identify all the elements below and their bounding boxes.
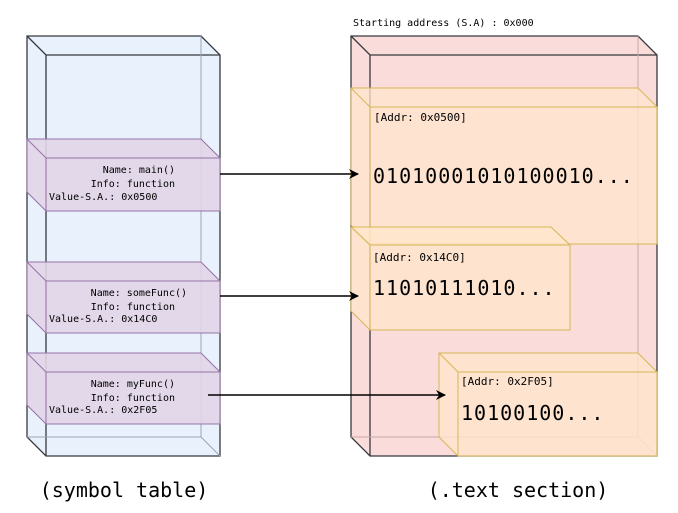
symbol-entry-main: Name: main() Info: function Value-S.A.: … <box>26 138 221 212</box>
block-addr: [Addr: 0x14C0] <box>373 251 466 264</box>
entry-value: Value-S.A.: 0x14C0 <box>49 314 157 325</box>
block-bits: 11010111010... <box>373 276 556 300</box>
symbol-entry-myfunc: Name: myFunc() Info: function Value-S.A.… <box>26 352 221 425</box>
text-block-0x14c0: [Addr: 0x14C0] 11010111010... <box>350 226 571 331</box>
block-addr: [Addr: 0x0500] <box>374 111 467 124</box>
entry-name: Name: myFunc() <box>91 379 175 390</box>
starting-address-label: Starting address (S.A) : 0x000 <box>353 18 534 29</box>
entry-value: Value-S.A.: 0x2F05 <box>49 405 157 416</box>
entry-value: Value-S.A.: 0x0500 <box>49 192 157 203</box>
text-block-0x2f05: [Addr: 0x2F05] 10100100... <box>438 352 658 457</box>
block-bits: 10100100... <box>461 401 604 425</box>
block-bits: 01010001010100010... <box>373 164 634 188</box>
block-addr: [Addr: 0x2F05] <box>461 375 554 388</box>
text-section-caption: (.text section) <box>428 478 609 502</box>
symbol-entry-somefunc: Name: someFunc() Info: function Value-S.… <box>26 261 221 334</box>
text-block-0x0500: [Addr: 0x0500] 01010001010100010... <box>350 87 658 245</box>
entry-name: Name: someFunc() <box>91 288 187 299</box>
entry-info: Info: function <box>91 393 175 404</box>
entry-info: Info: function <box>91 179 175 190</box>
entry-info: Info: function <box>91 302 175 313</box>
symbol-table-caption: (symbol table) <box>40 478 209 502</box>
entry-name: Name: main() <box>103 165 175 176</box>
